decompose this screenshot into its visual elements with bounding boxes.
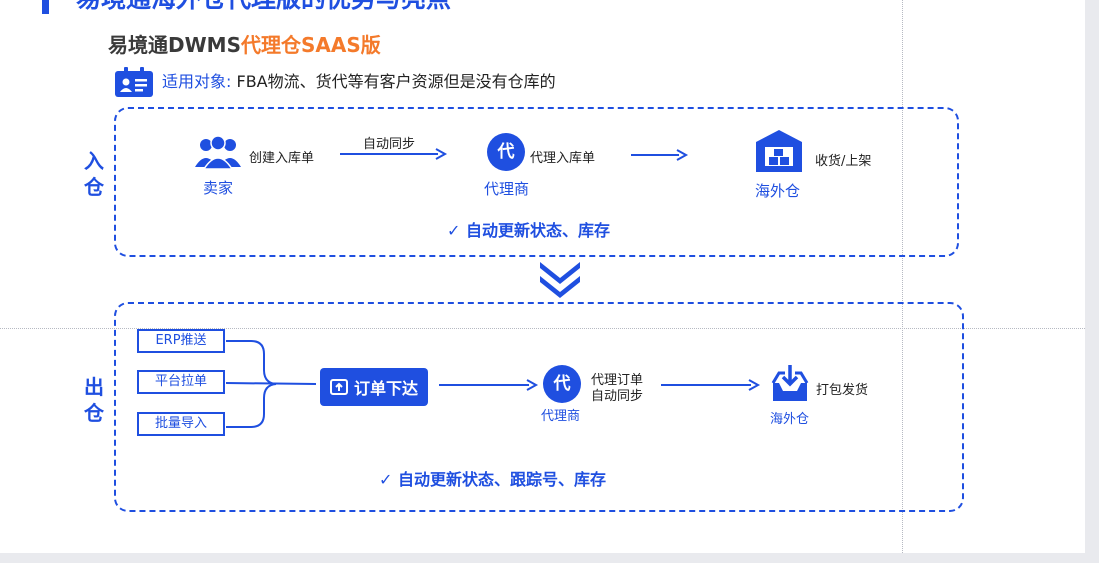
- agent-order-line2: 自动同步: [591, 389, 644, 404]
- target-label: 适用对象:: [162, 72, 232, 91]
- inbound-panel: [114, 107, 959, 257]
- arrow-right-icon: [439, 379, 539, 391]
- order-issue-button: 订单下达: [320, 368, 428, 406]
- inbound-status-text: ✓ 自动更新状态、库存: [447, 221, 610, 240]
- pack-ship-text: 打包发货: [816, 383, 869, 398]
- agent-order-line1: 代理订单: [591, 373, 644, 388]
- outbound-side-label: 出 仓: [82, 374, 106, 426]
- agent-badge: 代: [543, 365, 581, 403]
- slide: 易境通海外仓代理版的优势与亮点 易境通DWMS代理仓SAAS版 适用对象: FB…: [0, 0, 1085, 553]
- outbound-side-char-1: 出: [84, 375, 104, 399]
- inbound-side-char-1: 入: [84, 149, 104, 173]
- agent-label: 代理商: [541, 409, 581, 424]
- arrow-right-icon: [631, 149, 689, 161]
- subtitle: 易境通DWMS代理仓SAAS版: [108, 32, 381, 58]
- arrow-right-icon: [340, 148, 448, 160]
- agent-label: 代理商: [484, 180, 530, 198]
- target-audience: 适用对象: FBA物流、货代等有客户资源但是没有仓库的: [162, 71, 556, 93]
- auto-sync-text: 自动同步: [363, 137, 416, 152]
- id-card-icon: [115, 67, 153, 97]
- inbox-download-icon: [771, 365, 809, 401]
- inbound-side-label: 入 仓: [82, 148, 106, 200]
- warehouse-label: 海外仓: [770, 412, 810, 427]
- subtitle-prefix: 易境通DWMS: [108, 33, 241, 57]
- source-platform-pull: 平台拉单: [137, 370, 225, 394]
- outbound-side-char-2: 仓: [84, 401, 104, 425]
- seller-label: 卖家: [203, 179, 234, 197]
- receive-shelve-text: 收货/上架: [815, 154, 872, 169]
- outbound-panel: [114, 302, 964, 512]
- merge-brace-lines: [225, 340, 317, 428]
- title-accent-bar: [42, 0, 49, 14]
- inbound-side-char-2: 仓: [84, 175, 104, 199]
- users-icon: [195, 135, 241, 170]
- double-chevron-down-icon: [540, 262, 580, 298]
- source-erp-push: ERP推送: [137, 329, 225, 353]
- warehouse-icon: [756, 130, 802, 172]
- guide-line-vertical: [902, 0, 903, 553]
- target-value: FBA物流、货代等有客户资源但是没有仓库的: [236, 72, 556, 91]
- subtitle-highlight: 代理仓SAAS版: [240, 33, 381, 57]
- source-batch-import: 批量导入: [137, 412, 225, 436]
- slide-title: 易境通海外仓代理版的优势与亮点: [76, 0, 451, 14]
- warehouse-label: 海外仓: [755, 182, 801, 200]
- order-issue-label: 订单下达: [353, 379, 418, 398]
- arrow-right-icon: [661, 379, 761, 391]
- agent-badge: 代: [487, 133, 525, 171]
- create-inbound-order-text: 创建入库单: [249, 151, 315, 166]
- outbound-status-text: ✓ 自动更新状态、跟踪号、库存: [379, 470, 606, 489]
- upload-box-icon: [329, 379, 348, 395]
- guide-line-horizontal: [0, 328, 1085, 329]
- agent-inbound-order-text: 代理入库单: [530, 151, 596, 166]
